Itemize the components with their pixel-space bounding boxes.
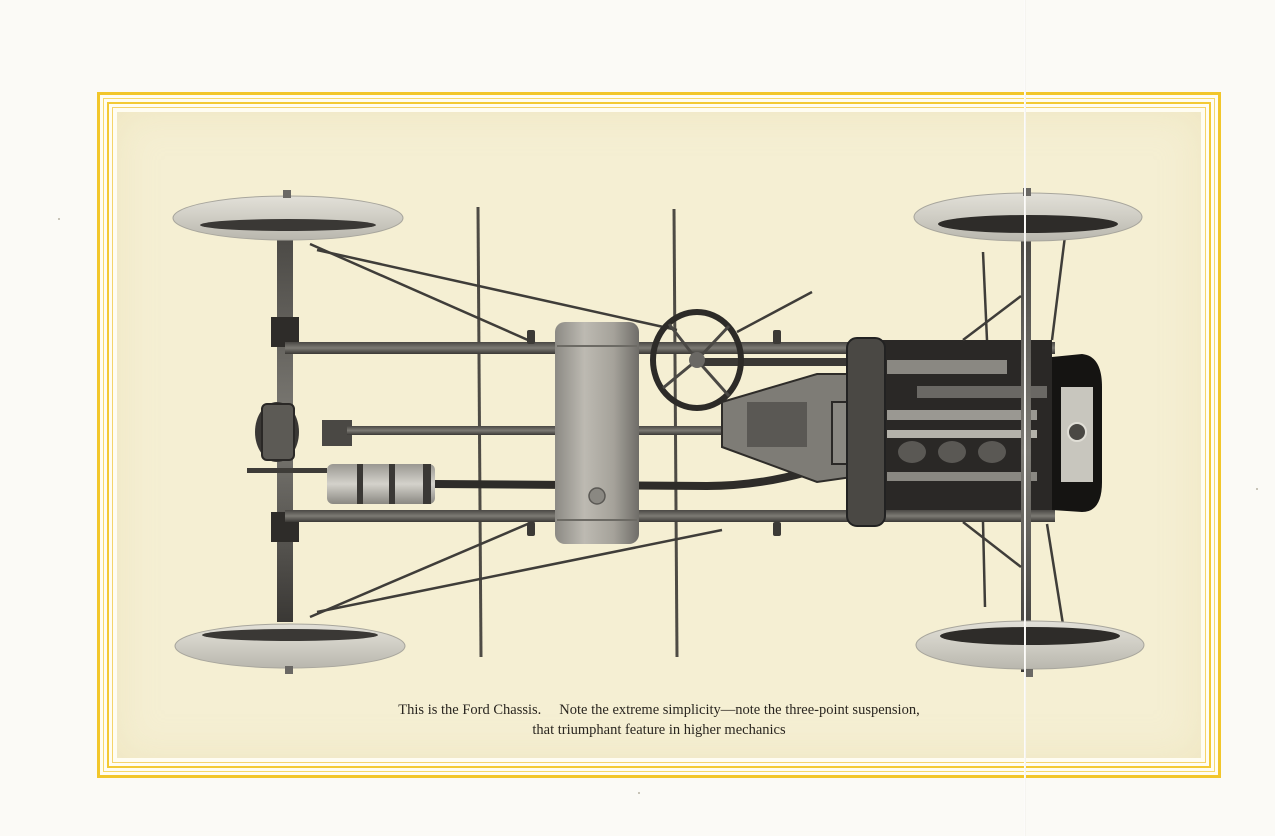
scan-speck	[638, 792, 640, 794]
caption-lead: This is the Ford Chassis.	[398, 702, 542, 718]
front-steering-linkage	[962, 203, 1071, 663]
caption-rest: Note the extreme simplicity—note the thr…	[559, 702, 920, 718]
page-fold	[1024, 0, 1026, 836]
figure-caption: This is the Ford Chassis. Note the extrem…	[117, 700, 1201, 740]
muffler	[327, 464, 435, 504]
border-inner-line	[107, 102, 1211, 768]
radius-rods	[309, 242, 813, 619]
caption-line-2: that triumphant feature in higher mechan…	[532, 722, 786, 738]
fuel-tank	[555, 322, 639, 544]
differential	[255, 402, 352, 462]
scan-speck	[1256, 488, 1258, 490]
steering-wheel	[650, 309, 744, 411]
caption-line-1: This is the Ford Chassis. Note the extrem…	[117, 700, 1201, 720]
radiator	[1052, 354, 1102, 512]
exhaust-pipe	[434, 468, 847, 491]
scan-speck	[58, 218, 60, 220]
border-inner-line	[103, 98, 1215, 772]
border-inner-line	[112, 107, 1206, 763]
illustration-plate: This is the Ford Chassis. Note the extrem…	[117, 112, 1201, 758]
chassis-illustration	[172, 188, 1145, 677]
driveshaft	[347, 426, 727, 435]
rear-wheel-top	[172, 190, 404, 241]
front-wheel-top	[913, 188, 1143, 242]
front-axle	[1021, 232, 1031, 672]
rear-wheel-bottom	[174, 623, 406, 674]
front-wheel-bottom	[915, 620, 1145, 677]
